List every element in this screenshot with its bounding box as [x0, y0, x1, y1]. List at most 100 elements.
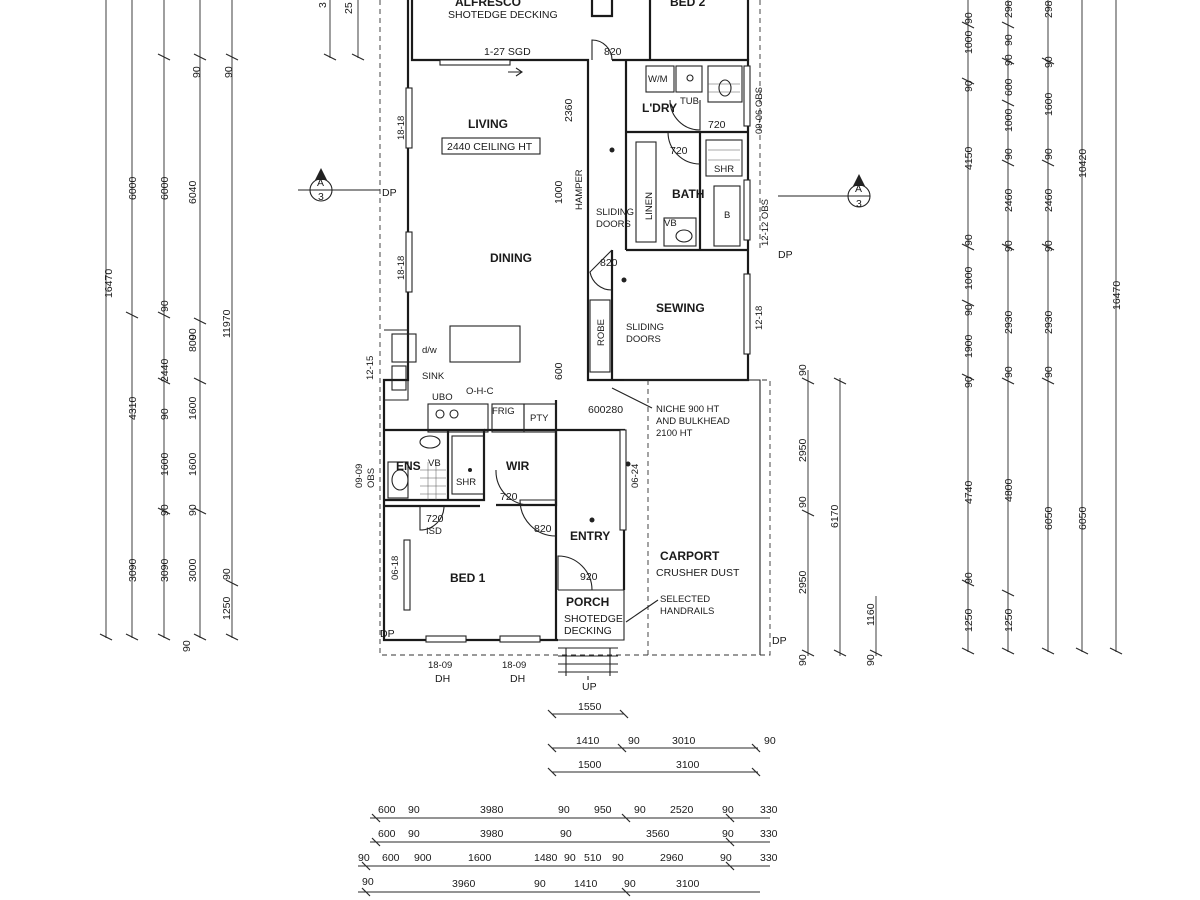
- svg-text:18-18: 18-18: [396, 256, 407, 280]
- svg-text:AND BULKHEAD: AND BULKHEAD: [656, 416, 730, 427]
- svg-text:DECKING: DECKING: [564, 625, 612, 637]
- svg-text:3560: 3560: [646, 828, 670, 840]
- left-dimension-lines: [99, 0, 365, 641]
- svg-text:W/M: W/M: [648, 74, 668, 85]
- svg-text:90: 90: [628, 735, 640, 747]
- svg-text:90: 90: [797, 496, 809, 508]
- svg-text:TUB: TUB: [680, 96, 699, 107]
- svg-text:2930: 2930: [1043, 310, 1055, 334]
- right-dimension-lines: [961, 0, 1123, 655]
- svg-text:3: 3: [317, 2, 329, 8]
- point-markers: [468, 147, 631, 523]
- svg-text:10420: 10420: [1077, 149, 1089, 178]
- svg-text:90: 90: [408, 804, 420, 816]
- svg-text:90: 90: [720, 852, 732, 864]
- svg-text:HANDRAILS: HANDRAILS: [660, 606, 714, 617]
- svg-text:6000: 6000: [127, 176, 139, 200]
- sewing-label: SEWING: [656, 301, 705, 315]
- svg-text:510: 510: [584, 852, 602, 864]
- carport-dimensions: 90 2950 90 2950 90 6170 1160 90: [797, 364, 883, 666]
- section-marker-right: A 3: [778, 174, 871, 210]
- svg-text:25: 25: [343, 2, 355, 14]
- svg-text:820: 820: [604, 46, 622, 58]
- svg-text:720: 720: [426, 513, 444, 525]
- svg-text:90: 90: [1003, 34, 1015, 46]
- svg-text:d/w: d/w: [422, 345, 437, 356]
- svg-text:2950: 2950: [797, 570, 809, 594]
- svg-text:2360: 2360: [563, 98, 575, 122]
- svg-text:1500: 1500: [578, 759, 602, 771]
- svg-text:DP: DP: [380, 628, 395, 640]
- svg-text:DP: DP: [382, 187, 397, 199]
- svg-text:1250: 1250: [1003, 608, 1015, 632]
- left-dimension-text: 16470 6000 4310 3090 6000 90 2440 90 160…: [103, 2, 355, 652]
- svg-text:330: 330: [760, 804, 778, 816]
- svg-text:1900: 1900: [963, 334, 975, 358]
- svg-text:4740: 4740: [963, 480, 975, 504]
- svg-text:2100 HT: 2100 HT: [656, 428, 693, 439]
- svg-text:DOORS: DOORS: [626, 334, 661, 345]
- svg-text:90: 90: [1043, 56, 1055, 68]
- svg-text:O-H-C: O-H-C: [466, 386, 494, 397]
- svg-text:720: 720: [500, 491, 518, 503]
- svg-text:1410: 1410: [576, 735, 600, 747]
- svg-text:90: 90: [221, 568, 233, 580]
- left-dim-16470: 16470: [103, 269, 115, 298]
- svg-text:12-15: 12-15: [365, 356, 376, 380]
- svg-text:90: 90: [358, 852, 370, 864]
- svg-text:90: 90: [963, 12, 975, 24]
- section-marker-left: A 3: [298, 168, 380, 203]
- svg-text:18-18: 18-18: [396, 116, 407, 140]
- svg-text:3960: 3960: [452, 878, 476, 890]
- svg-text:SHOTEDGE: SHOTEDGE: [564, 613, 623, 625]
- svg-text:1600: 1600: [187, 452, 199, 476]
- svg-text:16470: 16470: [1111, 281, 1123, 310]
- svg-text:820: 820: [534, 523, 552, 535]
- svg-text:90: 90: [764, 735, 776, 747]
- svg-text:2460: 2460: [1003, 188, 1015, 212]
- svg-text:1480: 1480: [534, 852, 558, 864]
- ceiling-height: 2440 CEILING HT: [447, 141, 533, 153]
- svg-text:330: 330: [760, 828, 778, 840]
- svg-text:1000: 1000: [963, 266, 975, 290]
- svg-text:1250: 1250: [221, 596, 233, 620]
- svg-text:90: 90: [634, 804, 646, 816]
- svg-text:3980: 3980: [480, 804, 504, 816]
- svg-text:06-18: 06-18: [390, 556, 401, 580]
- svg-text:3090: 3090: [159, 558, 171, 582]
- svg-text:VB: VB: [664, 218, 677, 229]
- windows: [403, 59, 751, 643]
- svg-text:90: 90: [534, 878, 546, 890]
- svg-text:LINEN: LINEN: [644, 192, 655, 220]
- svg-text:1550: 1550: [578, 701, 602, 713]
- svg-text:298: 298: [1003, 0, 1015, 18]
- svg-text:3: 3: [318, 191, 324, 203]
- svg-text:12-18: 12-18: [754, 306, 765, 330]
- svg-text:90: 90: [191, 66, 203, 78]
- entry-label: ENTRY: [570, 529, 610, 543]
- svg-text:4150: 4150: [963, 146, 975, 170]
- bath-label: BATH: [672, 187, 704, 201]
- svg-text:720: 720: [670, 145, 688, 157]
- wir-label: WIR: [506, 459, 530, 473]
- svg-text:6050: 6050: [1077, 506, 1089, 530]
- svg-text:1160: 1160: [865, 603, 877, 626]
- svg-text:90: 90: [865, 654, 877, 666]
- svg-text:90: 90: [624, 878, 636, 890]
- svg-text:600: 600: [553, 362, 565, 380]
- svg-text:1600: 1600: [187, 396, 199, 420]
- svg-text:VB: VB: [428, 458, 441, 469]
- svg-text:90: 90: [963, 572, 975, 584]
- svg-text:DP: DP: [772, 635, 787, 647]
- svg-text:90: 90: [362, 876, 374, 888]
- svg-text:2960: 2960: [660, 852, 684, 864]
- porch-label: PORCH: [566, 595, 609, 609]
- svg-text:90: 90: [558, 804, 570, 816]
- svg-text:A: A: [855, 183, 862, 195]
- svg-text:UBO: UBO: [432, 392, 453, 403]
- svg-text:1600: 1600: [159, 452, 171, 476]
- laundry-label: L'DRY: [642, 101, 677, 115]
- svg-text:90: 90: [1043, 148, 1055, 160]
- svg-text:DH: DH: [510, 673, 525, 685]
